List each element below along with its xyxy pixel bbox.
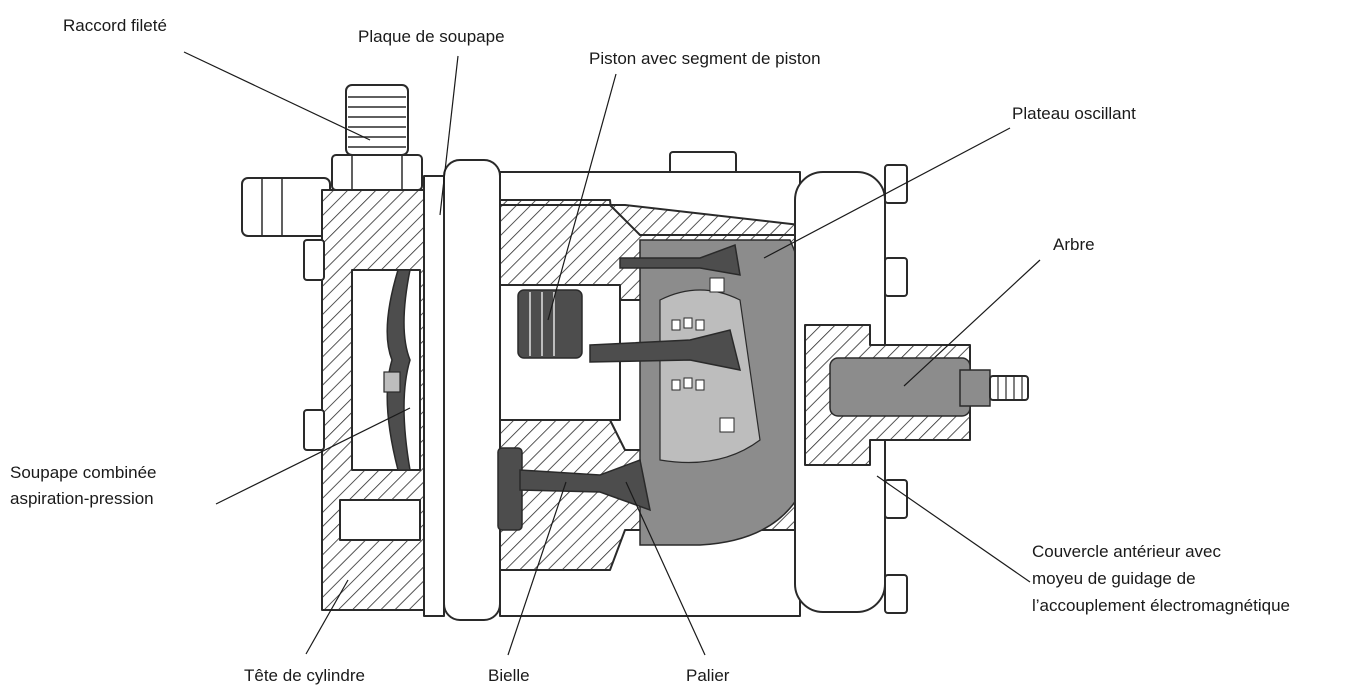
label-tete: Tête de cylindre [244,666,365,685]
label-plaque: Plaque de soupape [358,27,505,46]
cylinder-head [303,189,441,611]
side-fitting [241,177,331,237]
leader-plaque [439,55,459,216]
leader-bielle [507,481,567,656]
shaft [829,357,1029,417]
leader-raccord [183,51,371,141]
label-raccord: Raccord fileté [63,16,167,35]
valve-plate [423,159,501,621]
leader-soupape [215,407,411,505]
leader-palier [625,481,706,656]
compressor-drawing [241,84,1029,621]
label-couvercle-line1: Couvercle antérieur avec [1032,542,1221,561]
reed-valve [383,269,411,471]
threaded-fitting [331,84,423,191]
leader-lines [183,51,1041,656]
leader-tete [305,579,349,655]
piston-upper [517,289,583,359]
label-soupape-line2: aspiration-pression [10,489,154,508]
swash-plate-assembly [639,239,818,546]
label-arbre: Arbre [1053,235,1095,254]
leader-couvercle [876,475,1031,583]
leader-piston [547,73,617,321]
leader-arbre [903,259,1041,387]
connecting-rods [519,243,742,512]
leader-plateau [763,127,1011,259]
label-couvercle-line2: moyeu de guidage de [1032,569,1196,588]
label-bielle: Bielle [488,666,530,685]
label-soupape-line1: Soupape combinée [10,463,157,482]
labels: Raccord fileté Plaque de soupape Piston … [10,16,1290,685]
label-palier: Palier [686,666,730,685]
piston-lower [497,447,523,531]
label-piston: Piston avec segment de piston [589,49,821,68]
label-couvercle-line3: l’accouplement électromagnétique [1032,596,1290,615]
label-plateau: Plateau oscillant [1012,104,1136,123]
